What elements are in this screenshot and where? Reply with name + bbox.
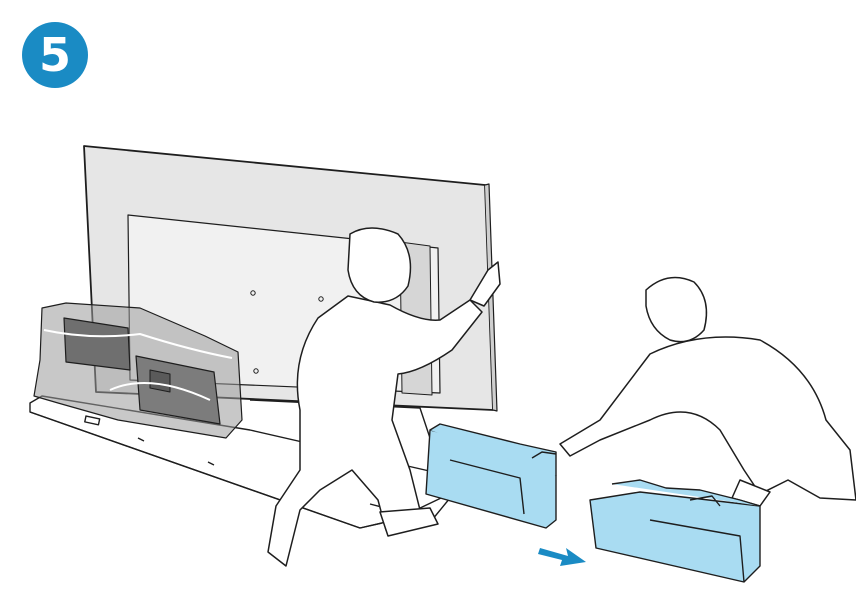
packing-foam-left bbox=[426, 424, 556, 528]
direction-arrow bbox=[538, 548, 586, 566]
person-moving-foam bbox=[560, 278, 856, 507]
